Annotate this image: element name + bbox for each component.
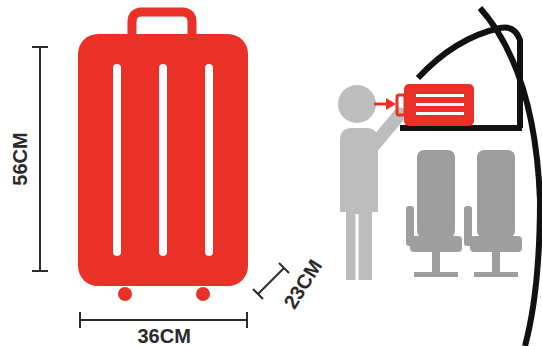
dimension-line (39, 47, 41, 271)
suitcase-wheel (196, 287, 210, 301)
seat (406, 150, 462, 277)
seat-back (477, 150, 515, 238)
seat-cushion (410, 236, 462, 252)
width-label: 36CM (138, 326, 191, 346)
dimension-tick (79, 312, 81, 328)
bag-stripe (416, 112, 464, 115)
seat (464, 150, 522, 277)
suitcase-stripe (159, 64, 167, 256)
armrest (406, 206, 414, 246)
dimension-tick (279, 263, 289, 273)
suitcase-wheel (118, 287, 132, 301)
suitcase-body (78, 34, 248, 286)
bag-stripe (416, 94, 464, 97)
armrest (464, 206, 472, 246)
dimension-line (258, 268, 284, 294)
seat-base (474, 272, 518, 277)
bag-stripe (416, 103, 464, 106)
dimension-tick (253, 289, 263, 299)
bag-handle (397, 95, 405, 115)
dimension-line (80, 319, 247, 321)
seat-leg (432, 252, 440, 274)
cabin-bag (404, 84, 474, 126)
person-arm (370, 114, 400, 150)
push-arrow (374, 103, 388, 106)
person-head (338, 85, 376, 123)
seat-base (414, 272, 458, 277)
height-dimension (32, 47, 48, 271)
dimension-tick (246, 312, 248, 328)
seat-cushion (470, 236, 522, 252)
leg-gap (356, 214, 359, 280)
arrow-head (386, 98, 396, 110)
suitcase-stripe (113, 64, 121, 256)
dimension-tick (32, 270, 48, 272)
suitcase-stripe (205, 64, 213, 256)
dimension-tick (32, 46, 48, 48)
depth-label: 23CM (280, 256, 325, 312)
height-label: 56CM (9, 132, 29, 185)
seat-back (417, 150, 455, 238)
seat-leg (492, 252, 500, 274)
